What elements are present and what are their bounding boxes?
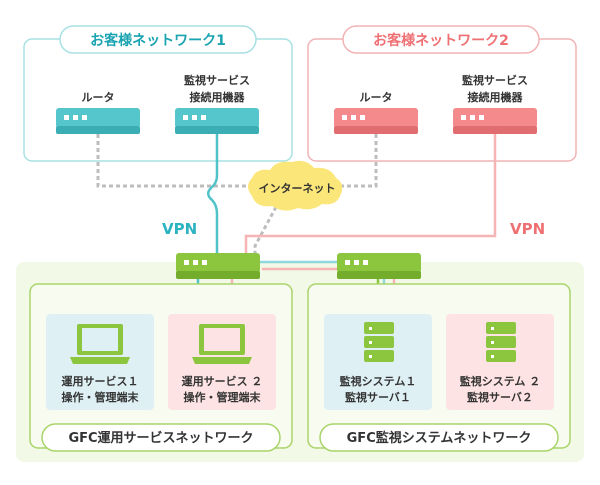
monitor-device2-icon (453, 108, 537, 134)
customer-network-1-box (23, 38, 293, 162)
customer-network-1-title-pill (59, 25, 257, 54)
system2-label-line1: 監視システム ２ (460, 374, 541, 388)
server2-icon (486, 322, 516, 362)
internet-cloud (248, 160, 343, 211)
internet-label: インターネット (259, 182, 336, 195)
router1-label: ルータ (82, 91, 115, 104)
system1-label-line1: 監視システム１ (340, 374, 417, 388)
terminal1-label-line1: 運用サービス１ (62, 374, 139, 388)
gfc-ops-network-title: GFC運用サービスネットワーク (68, 430, 253, 446)
router1-icon (56, 108, 140, 134)
monitor-device2-label-line1: 監視サービス (462, 73, 528, 87)
vpn-right-label: VPN (510, 220, 545, 238)
internet-switch-dotted-line (253, 206, 278, 258)
monitor-device1-label-line2: 接続用機器 (190, 90, 246, 104)
customer-network-2-title: お客様ネットワーク2 (373, 32, 509, 49)
laptop2-icon (192, 324, 252, 364)
vpn2-line (244, 134, 497, 262)
gfc-monitor-network-title-pill (319, 423, 559, 452)
customer-network-2-title-pill (342, 25, 540, 54)
server1-icon (364, 322, 394, 362)
monitor-device1-icon (175, 108, 259, 134)
customer-network-1-title: お客様ネットワーク1 (90, 32, 226, 49)
terminal2-label-line1: 運用サービス ２ (182, 374, 263, 388)
system2-label-line2: 監視サーバ２ (467, 390, 533, 404)
gfc-switch-left-icon (176, 253, 260, 279)
vpn1-line (207, 134, 219, 262)
gfc-monitor-network-title: GFC監視システムネットワーク (347, 430, 532, 446)
router1-internet-dotted-line (96, 134, 262, 188)
vpn-left-label: VPN (162, 220, 197, 238)
terminal1-label-line2: 操作・管理端末 (62, 390, 140, 404)
terminal2-label-line2: 操作・管理端末 (184, 390, 262, 404)
laptop1-icon (70, 324, 130, 364)
customer-network-2-box (307, 38, 577, 162)
monitor-device2-label-line2: 接続用機器 (468, 90, 524, 104)
router2-internet-dotted-line (338, 134, 378, 188)
router2-label: ルータ (360, 91, 393, 104)
gfc-ops-network-title-pill (41, 423, 281, 452)
system1-label-line2: 監視サーバ１ (345, 390, 411, 404)
gfc-switch-right-icon (337, 253, 421, 279)
monitor-device1-label-line1: 監視サービス (184, 73, 250, 87)
router2-icon (334, 108, 418, 134)
